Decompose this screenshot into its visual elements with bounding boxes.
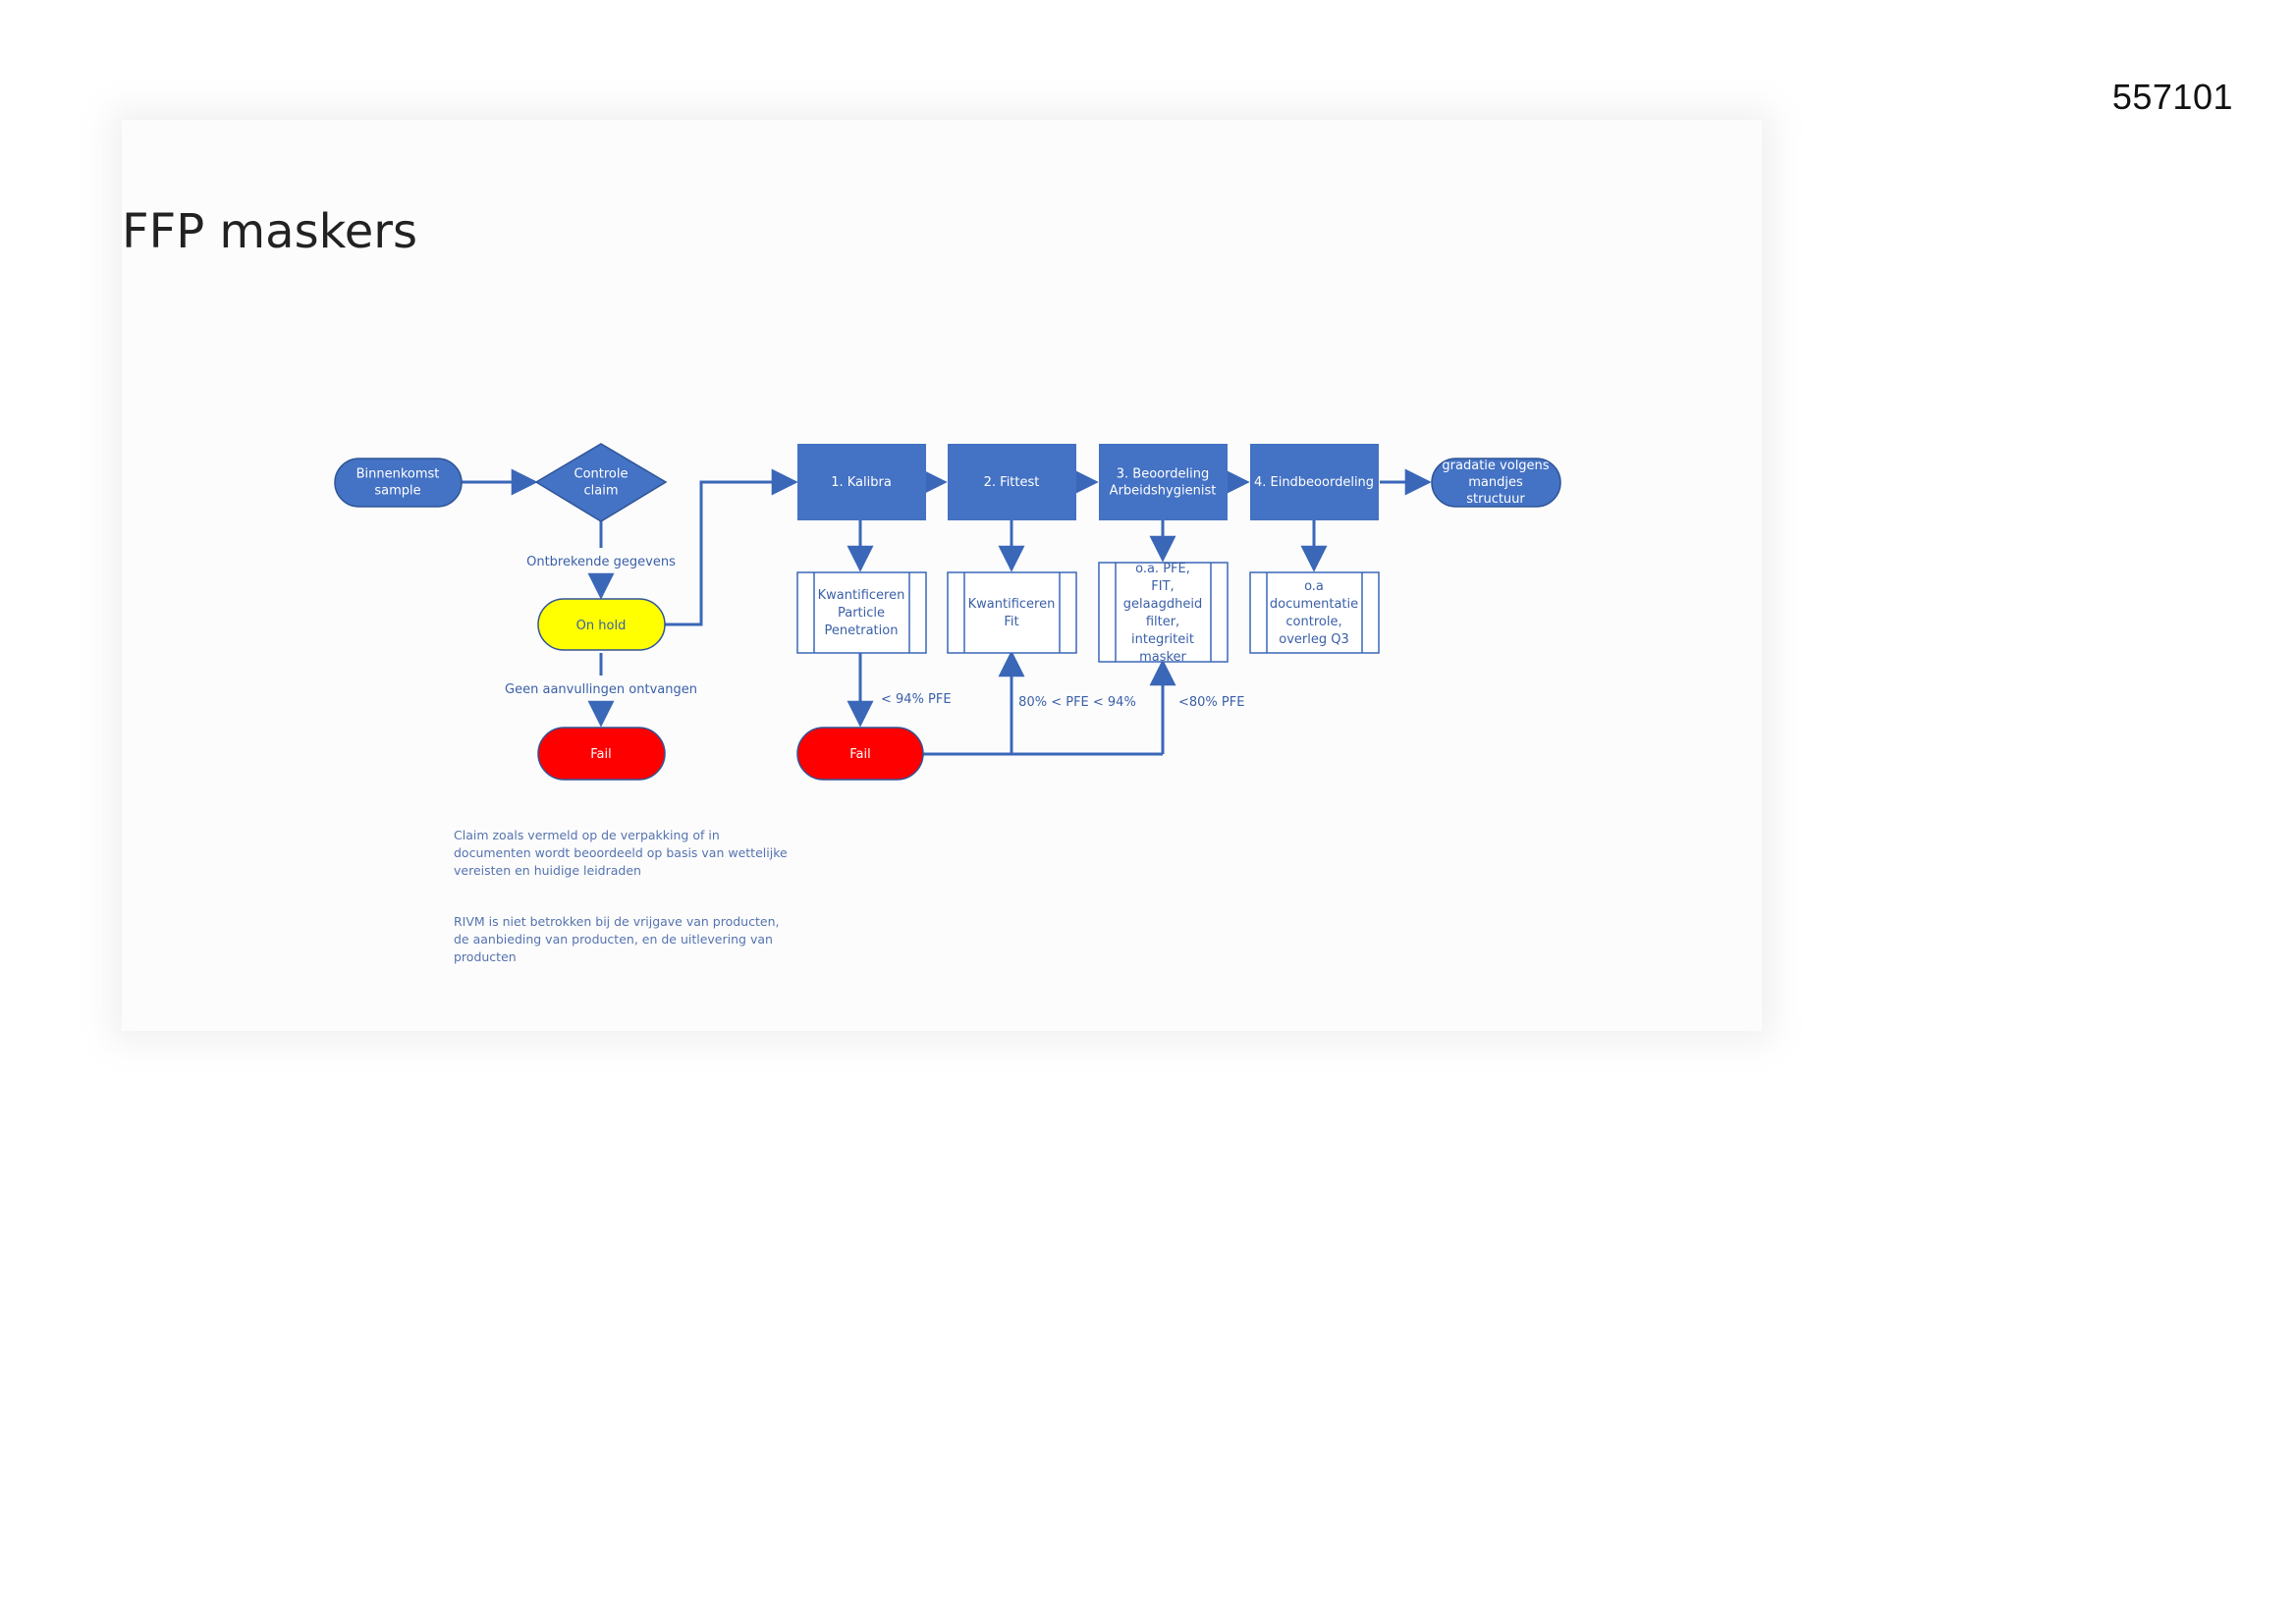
condition-lt80-label: <80% PFE <box>1178 695 1244 710</box>
fail-right-terminator: Fail <box>796 727 924 781</box>
detail-kalibra <box>796 571 927 654</box>
missing-data-label: Ontbrekende gegevens <box>526 555 676 569</box>
on-hold-terminator: On hold <box>537 598 666 651</box>
step-eindbeoordeling-label: 4. Eindbeoordeling <box>1254 475 1374 490</box>
on-hold-label: On hold <box>576 619 627 633</box>
fail-right-label: Fail <box>849 747 870 762</box>
fail-left-label: Fail <box>590 747 611 762</box>
step-fittest-label: 2. Fittest <box>984 475 1040 490</box>
detail-beoordeling <box>1098 562 1229 663</box>
arrow-on-hold-to-kalibra <box>665 468 798 626</box>
no-additions-label: Geen aanvullingen ontvangen <box>505 682 697 697</box>
slide-title: FFP maskers <box>122 204 417 259</box>
slide-background <box>122 120 1762 1031</box>
step-eindbeoordeling: 4. Eindbeoordeling <box>1250 444 1379 520</box>
condition-80-94-label: 80% < PFE < 94% <box>1018 695 1136 710</box>
note-claim: Claim zoals vermeld op de verpakking of … <box>454 828 788 878</box>
detail-eindbeoordeling <box>1249 571 1380 654</box>
step-fittest: 2. Fittest <box>948 444 1076 520</box>
step-kalibra-label: 1. Kalibra <box>831 475 892 490</box>
condition-lt94-label: < 94% PFE <box>881 692 952 707</box>
detail-fittest <box>947 571 1077 654</box>
step-kalibra: 1. Kalibra <box>797 444 926 520</box>
connectors <box>462 468 1432 756</box>
document-id: 557101 <box>2111 77 2233 117</box>
note-rivm: RIVM is niet betrokken bij de vrijgave v… <box>454 914 780 964</box>
fail-left-terminator: Fail <box>537 727 666 781</box>
